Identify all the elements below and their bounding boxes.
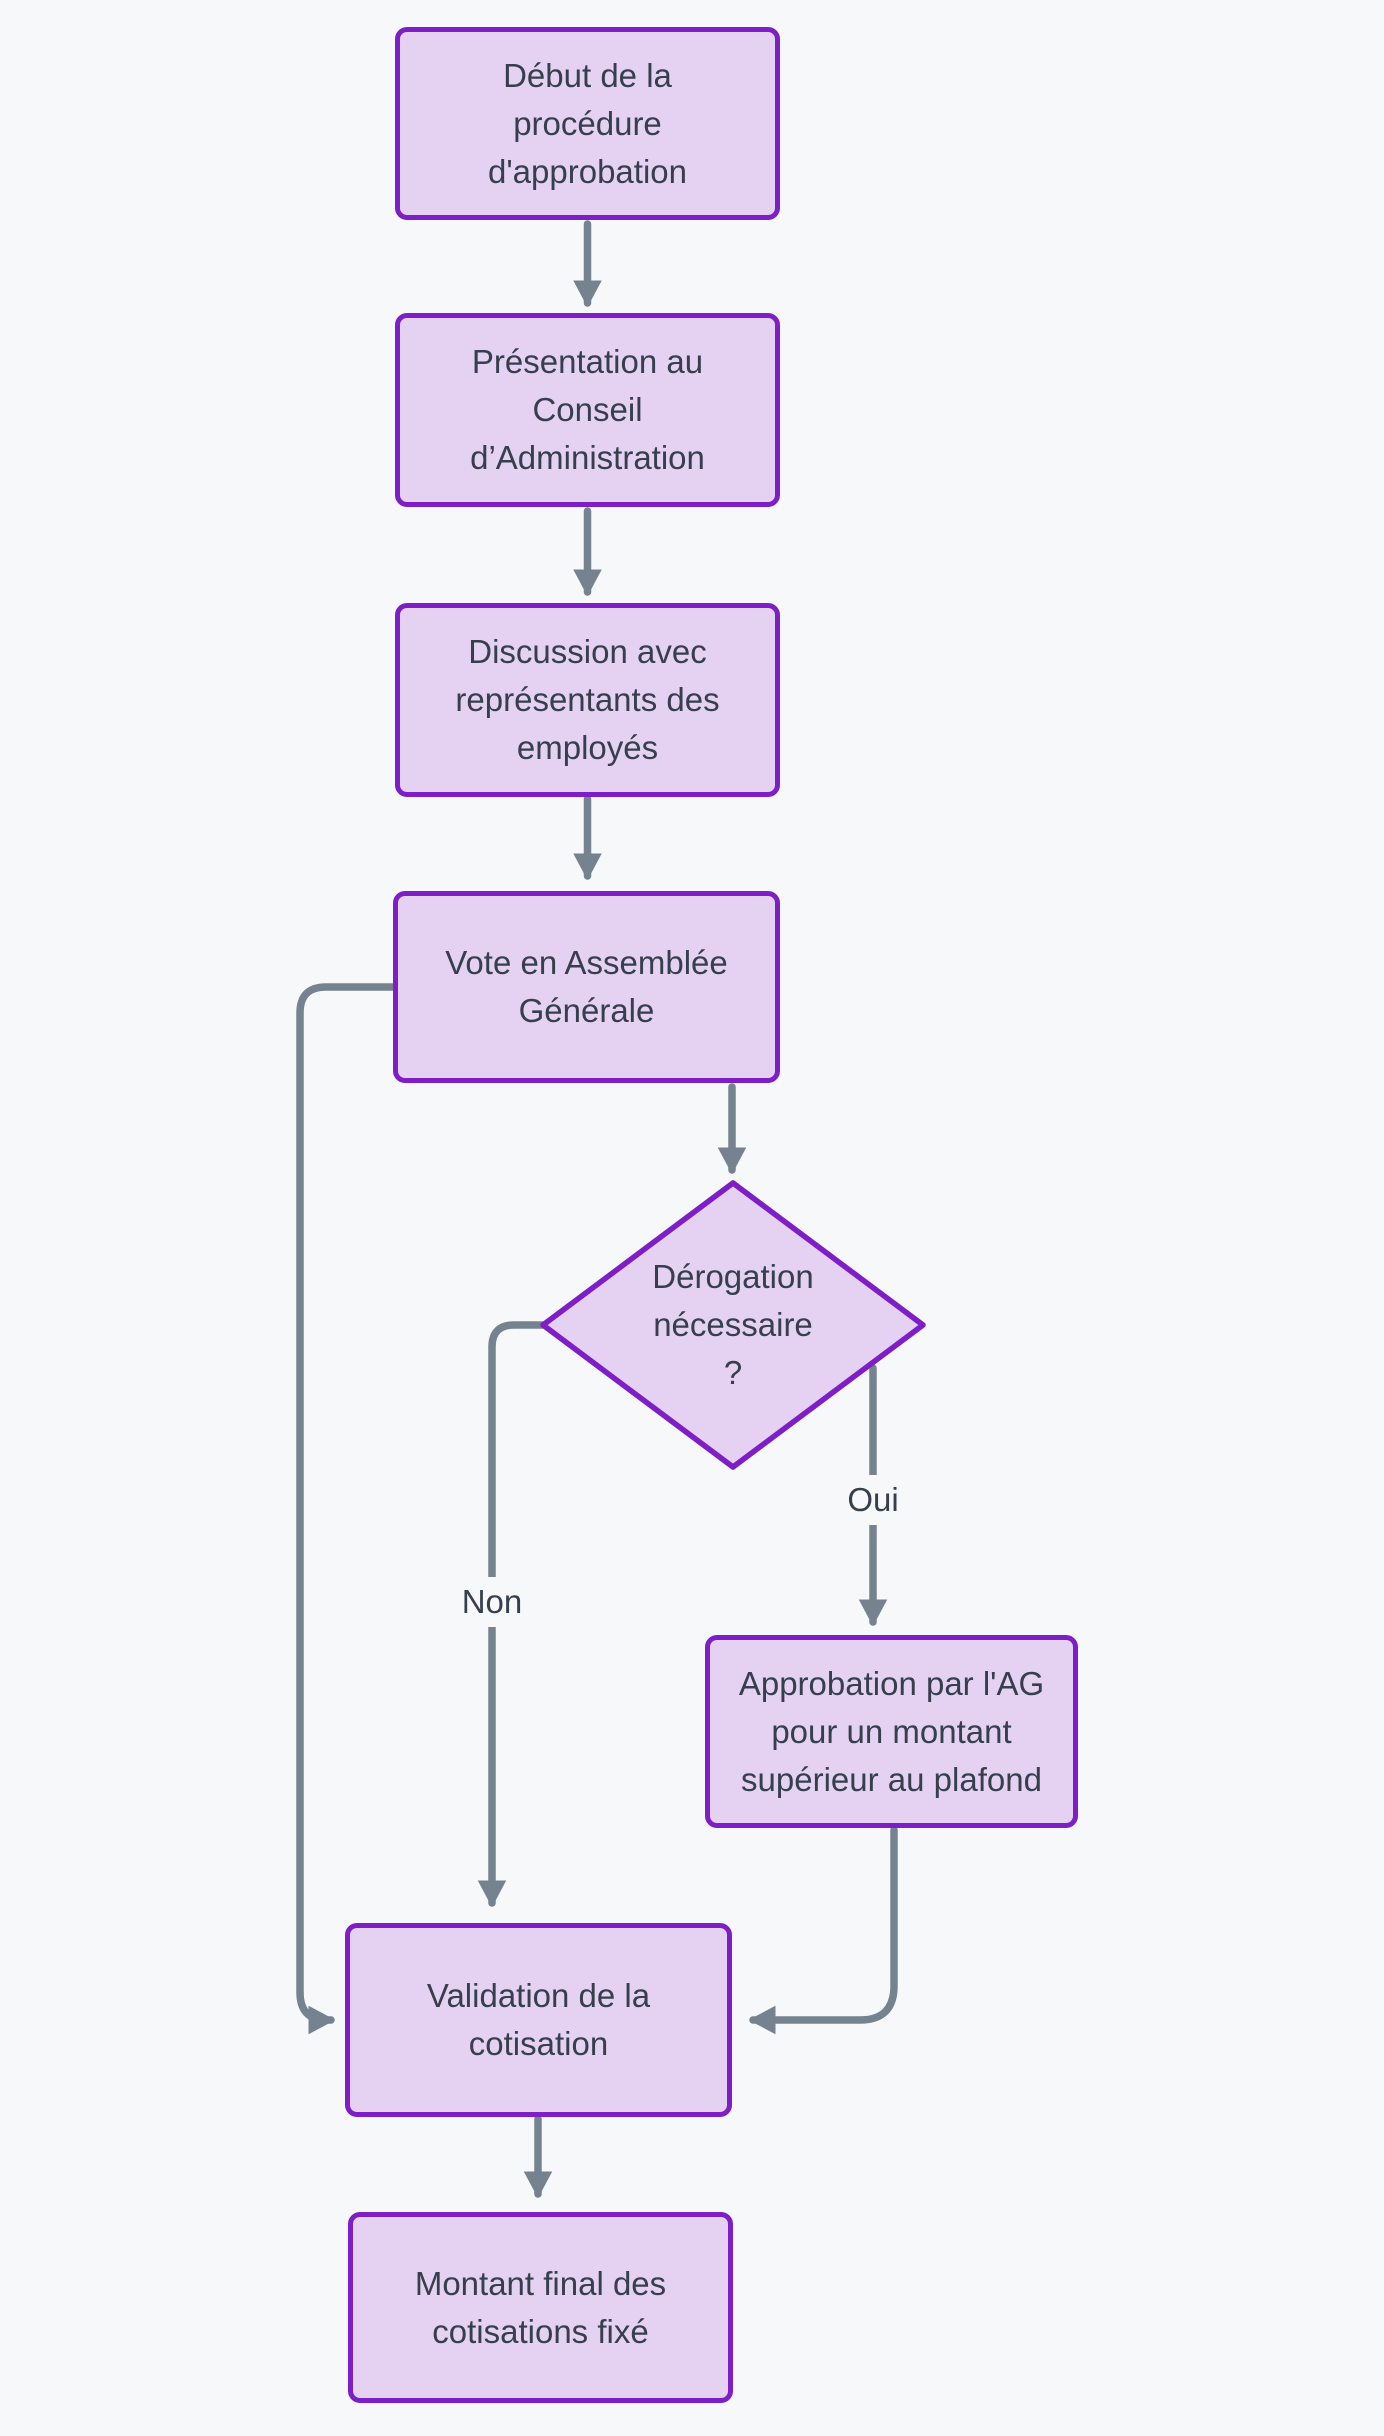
- edge-label-non: Non: [451, 1577, 533, 1627]
- node-discussion-label: Discussion avec représentants des employ…: [455, 633, 720, 766]
- node-start: Début de la procédure d'approbation: [395, 27, 780, 220]
- node-montant-final: Montant final des cotisations fixé: [348, 2212, 733, 2403]
- node-vote-ag-label: Vote en Assemblée Générale: [445, 944, 728, 1029]
- node-validation-label: Validation de la cotisation: [426, 1977, 651, 2062]
- node-presentation-ca-label: Présentation au Conseil d’Administration: [470, 343, 705, 476]
- edge-approbation-to-validation: [749, 1826, 898, 2020]
- node-discussion: Discussion avec représentants des employ…: [395, 603, 780, 797]
- node-vote-ag: Vote en Assemblée Générale: [393, 891, 780, 1083]
- node-approbation-ag-label: Approbation par l'AG pour un montant sup…: [738, 1664, 1045, 1798]
- node-presentation-ca: Présentation au Conseil d’Administration: [395, 313, 780, 507]
- edge-derogation-non-to-validation: [492, 1321, 547, 1907]
- decision-derogation-label: Dérogation nécessaire ?: [652, 1258, 814, 1391]
- decision-diamond-shape: [540, 1180, 926, 1470]
- node-validation: Validation de la cotisation: [345, 1923, 732, 2117]
- node-approbation-ag: Approbation par l'AG pour un montant sup…: [705, 1635, 1078, 1828]
- edge-label-oui: Oui: [837, 1475, 909, 1525]
- node-montant-final-label: Montant final des cotisations fixé: [414, 2264, 667, 2350]
- edge-vote-to-validation: [296, 983, 397, 2020]
- node-start-label: Début de la procédure d'approbation: [488, 56, 687, 190]
